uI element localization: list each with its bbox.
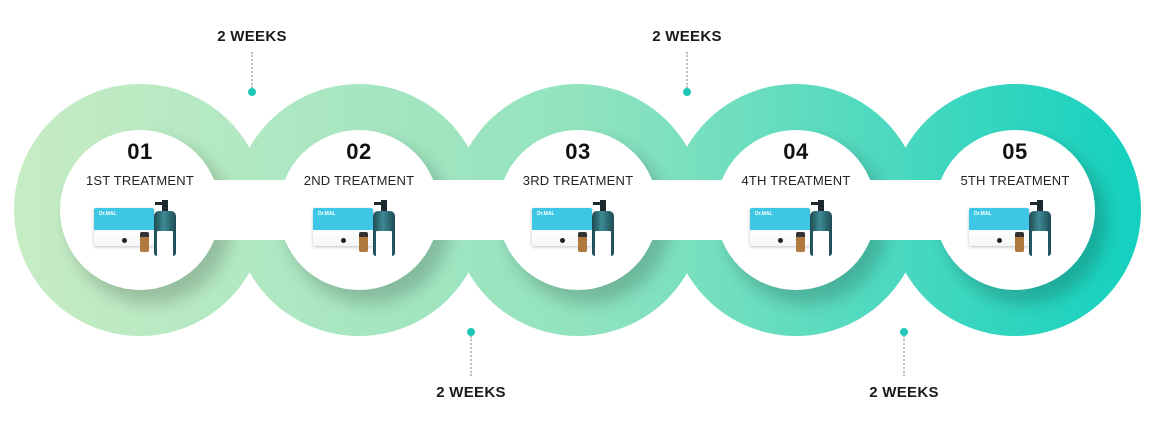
step-label: 5TH TREATMENT: [960, 173, 1070, 188]
step-number: 01: [127, 139, 153, 164]
interval-label-1: 2 WEEKS: [217, 28, 287, 45]
step-number: 03: [565, 139, 591, 164]
product-set: Dr.MAL: [528, 200, 628, 258]
step-number: 04: [783, 139, 809, 164]
brand-dot: [778, 238, 783, 243]
brand-dot: [560, 238, 565, 243]
pump-bottle-icon: [810, 200, 832, 257]
product-box-icon: Dr.MAL: [750, 208, 810, 246]
vial-icon: [140, 232, 149, 252]
pump-bottle-icon: [1029, 200, 1051, 257]
brand-dot: [122, 238, 127, 243]
treatment-step-4: 04 4TH TREATMENT Dr.MAL: [716, 103, 876, 293]
brand-dot: [997, 238, 1002, 243]
connector-dot-icon: [683, 88, 691, 96]
step-number: 02: [346, 139, 372, 164]
pump-bottle-icon: [373, 200, 395, 257]
interval-label-4: 2 WEEKS: [869, 384, 939, 401]
product-set: Dr.MAL: [90, 200, 190, 258]
product-set: Dr.MAL: [965, 200, 1065, 258]
treatment-step-1: 01 1ST TREATMENT Dr.MAL: [60, 103, 220, 293]
brand-dot: [341, 238, 346, 243]
treatment-step-5: 05 5TH TREATMENT Dr.MAL: [935, 103, 1095, 293]
vial-icon: [578, 232, 587, 252]
step-label: 1ST TREATMENT: [85, 173, 195, 188]
step-label: 2ND TREATMENT: [303, 173, 415, 188]
product-set: Dr.MAL: [746, 200, 846, 258]
vial-icon: [1015, 232, 1024, 252]
product-brand: Dr.MAL: [974, 211, 992, 217]
pump-bottle-icon: [154, 200, 176, 257]
vial-icon: [359, 232, 368, 252]
product-set: Dr.MAL: [309, 200, 409, 258]
vial-icon: [796, 232, 805, 252]
step-label: 3RD TREATMENT: [522, 173, 634, 188]
step-number: 05: [1002, 139, 1028, 164]
connector-dot-icon: [467, 328, 475, 336]
treatment-step-3: 03 3RD TREATMENT Dr.MAL: [498, 103, 658, 293]
treatment-step-2: 02 2ND TREATMENT Dr.MAL: [279, 103, 439, 293]
connector-dot-icon: [248, 88, 256, 96]
product-brand: Dr.MAL: [537, 211, 555, 217]
interval-label-2: 2 WEEKS: [436, 384, 506, 401]
product-box-icon: Dr.MAL: [532, 208, 592, 246]
product-brand: Dr.MAL: [755, 211, 773, 217]
pump-bottle-icon: [592, 200, 614, 257]
product-brand: Dr.MAL: [99, 211, 117, 217]
step-label: 4TH TREATMENT: [741, 173, 851, 188]
product-brand: Dr.MAL: [318, 211, 336, 217]
interval-label-3: 2 WEEKS: [652, 28, 722, 45]
connector-dot-icon: [900, 328, 908, 336]
